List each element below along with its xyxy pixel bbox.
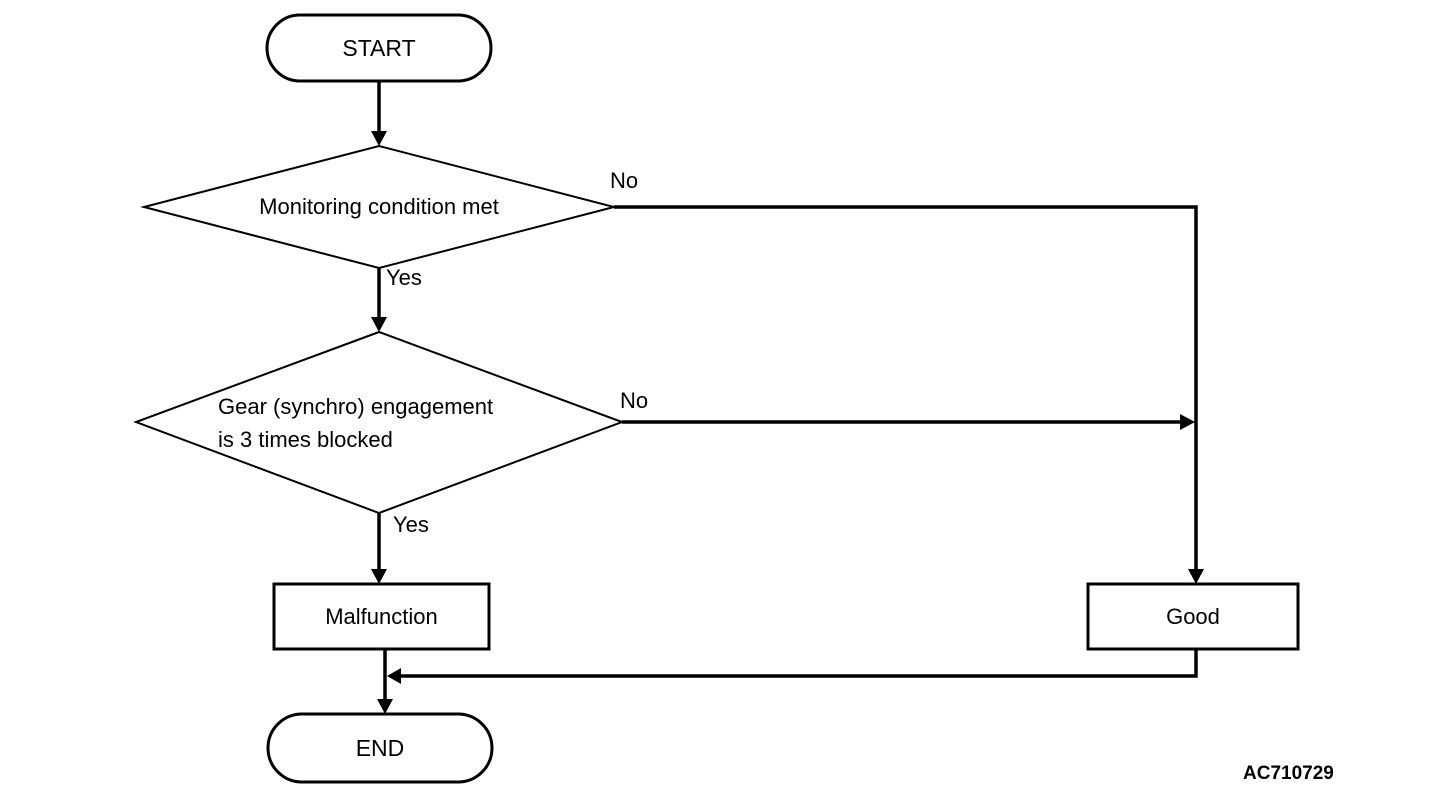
figure-code-label: AC710729 [1243,763,1334,784]
malfunction-node-label: Malfunction [325,603,438,629]
arrowhead-down-icon [371,317,387,332]
edge-good-to-end [400,649,1198,678]
decision2-node-label: Gear (synchro) engagement is 3 times blo… [218,394,494,452]
malfunction-process-shape [272,582,491,651]
decision1-node-label: Monitoring condition met [259,194,499,219]
arrowhead-left-icon [387,668,401,684]
arrowhead-down-icon [371,131,387,146]
arrowhead-down-icon [371,569,387,584]
end-terminator-shape [266,712,494,784]
decision1-no-edge-label: No [610,168,639,193]
arrowhead-down-icon [377,699,393,714]
decision2-yes-edge-label: Yes [393,512,429,537]
end-node-label: END [355,734,405,761]
decision1-yes-edge-label: Yes [386,265,422,290]
edge-decision1-no-to-good [614,205,1198,570]
start-node-label: START [342,34,416,61]
decision2-no-edge-label: No [620,388,649,413]
arrowhead-right-icon [1180,414,1195,430]
arrowhead-down-icon [1188,569,1204,584]
good-node-label: Good [1166,603,1220,629]
good-process-shape [1086,582,1300,651]
